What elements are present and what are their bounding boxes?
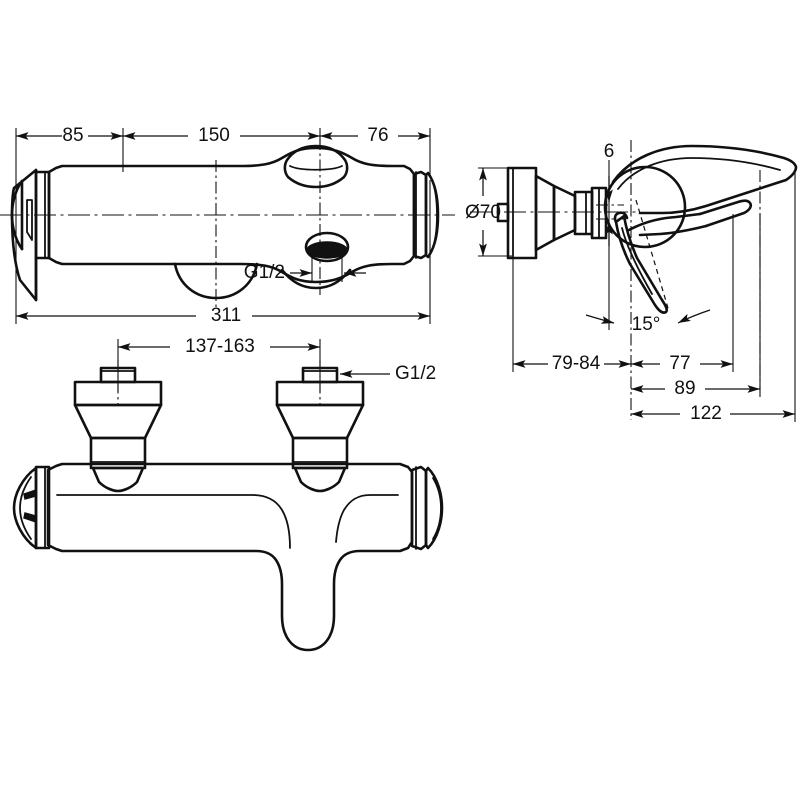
left-union-skirt	[91, 466, 145, 493]
dim-137-163-label: 137-163	[185, 336, 255, 357]
top-view-outlet-shoulder	[280, 268, 352, 290]
dim-d70-label: Ø70	[465, 202, 501, 223]
dim-15deg-arc-right	[677, 309, 711, 324]
dim-122-label: 122	[690, 403, 722, 424]
side-view-spout-underside	[638, 224, 708, 237]
side-view-lever-handle	[614, 214, 669, 314]
front-view-left-cap-slot-a	[23, 489, 37, 500]
front-view-right-union	[275, 360, 365, 493]
left-union-shank	[89, 436, 147, 470]
dim-g12-front-label: G1/2	[395, 363, 436, 384]
side-view-lever-angle-ray	[635, 199, 669, 309]
dim-311-label: 311	[211, 305, 241, 326]
top-view: 85 150 76 G1/2 311	[0, 125, 455, 326]
side-view-lever-handle-crease	[621, 227, 653, 295]
front-view-left-union	[73, 360, 163, 493]
dim-77-label: 77	[669, 353, 690, 374]
side-view-spout-upper	[611, 144, 798, 215]
dim-76-label: 76	[367, 125, 388, 146]
side-view-spout-tip	[698, 199, 753, 228]
front-view-body-inner-line	[56, 494, 291, 549]
top-view-left-cap-body	[10, 168, 38, 302]
front-view-body-spout-outline	[46, 462, 414, 652]
dim-85-label: 85	[62, 125, 83, 146]
side-view-spout-lower-edge	[627, 212, 702, 232]
front-view-left-cap-slot-b	[23, 512, 37, 523]
front-view-right-cap	[424, 466, 444, 550]
right-union-shank	[291, 436, 349, 470]
front-view-left-cap	[12, 466, 38, 550]
top-view-outlet-bore	[306, 241, 348, 259]
front-view: 137-163 G1/2	[12, 336, 444, 652]
top-view-outlet-ellipse	[304, 231, 350, 263]
top-view-left-cap-slot	[26, 199, 33, 241]
dim-6-label: 6	[604, 141, 615, 162]
dim-79-84-label: 79-84	[552, 353, 601, 374]
front-view-right-cap-ring	[432, 477, 442, 540]
side-view-neck-ring	[590, 186, 608, 240]
dim-150-label: 150	[198, 125, 230, 146]
front-view-left-cap-ring	[19, 476, 32, 540]
top-view-right-cap-ring	[431, 179, 438, 251]
side-view-wall-flange	[506, 166, 538, 260]
side-view-spout-upper-crease	[617, 157, 781, 190]
top-view-lever-blister-crease	[289, 165, 343, 171]
dim-g12-top-label: G1/2	[244, 262, 285, 283]
dim-89-label: 89	[674, 378, 695, 399]
right-union-skirt	[293, 466, 347, 493]
front-view-spout-right-inner-line	[335, 494, 399, 543]
side-view-lever-pivot	[613, 211, 629, 224]
dim-15deg-arc-left	[585, 314, 615, 324]
side-view: 6 Ø70 15° 79-84 77 89 122	[465, 140, 798, 424]
dim-15deg-label: 15°	[632, 314, 661, 335]
side-view-flange-lug	[496, 202, 510, 223]
top-view-lever-blister	[283, 144, 349, 189]
